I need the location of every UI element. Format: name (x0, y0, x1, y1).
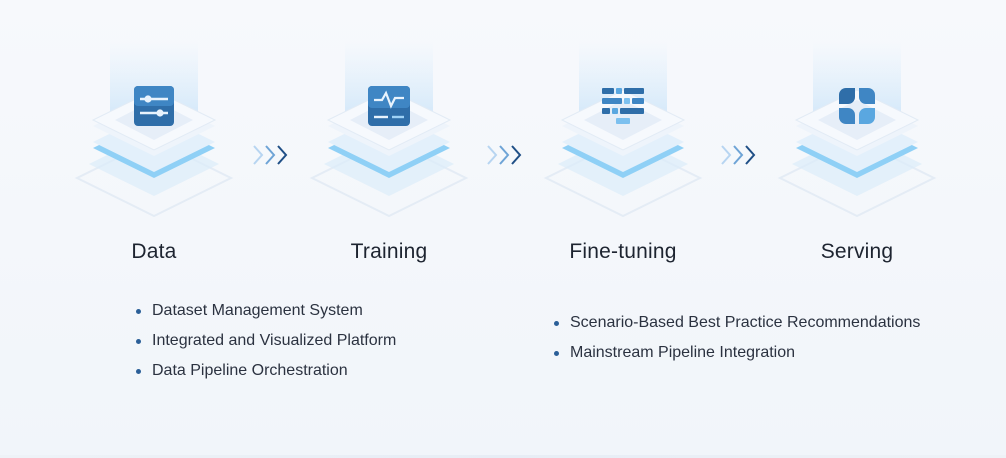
chevrons-icon (487, 145, 522, 165)
list-item: Mainstream Pipeline Integration (554, 338, 920, 368)
chevrons-icon (253, 145, 288, 165)
list-item: Integrated and Visualized Platform (136, 326, 396, 356)
step-label: Fine-tuning (569, 240, 677, 263)
footer-divider (0, 455, 1006, 458)
step-label: Training (350, 240, 428, 263)
list-item: Data Pipeline Orchestration (136, 356, 396, 386)
monitor-pulse-icon (368, 86, 410, 126)
chevrons-icon (721, 145, 756, 165)
step-label: Data (131, 240, 177, 263)
step-fine-tuning: Fine-tuning (538, 0, 708, 280)
four-petal-icon (839, 88, 875, 124)
finetuning-features-list: Scenario-Based Best Practice Recommendat… (554, 308, 920, 368)
list-item: Dataset Management System (136, 296, 396, 326)
step-serving: Serving (772, 0, 942, 280)
step-label: Serving (820, 240, 894, 263)
step-data: Data (69, 0, 239, 280)
data-features-list: Dataset Management System Integrated and… (136, 296, 396, 386)
equalizer-icon (602, 88, 644, 124)
layered-platform (777, 40, 937, 218)
step-training: Training (304, 0, 474, 280)
list-item: Scenario-Based Best Practice Recommendat… (554, 308, 920, 338)
sliders-icon (134, 86, 174, 126)
layered-platform (543, 40, 703, 218)
